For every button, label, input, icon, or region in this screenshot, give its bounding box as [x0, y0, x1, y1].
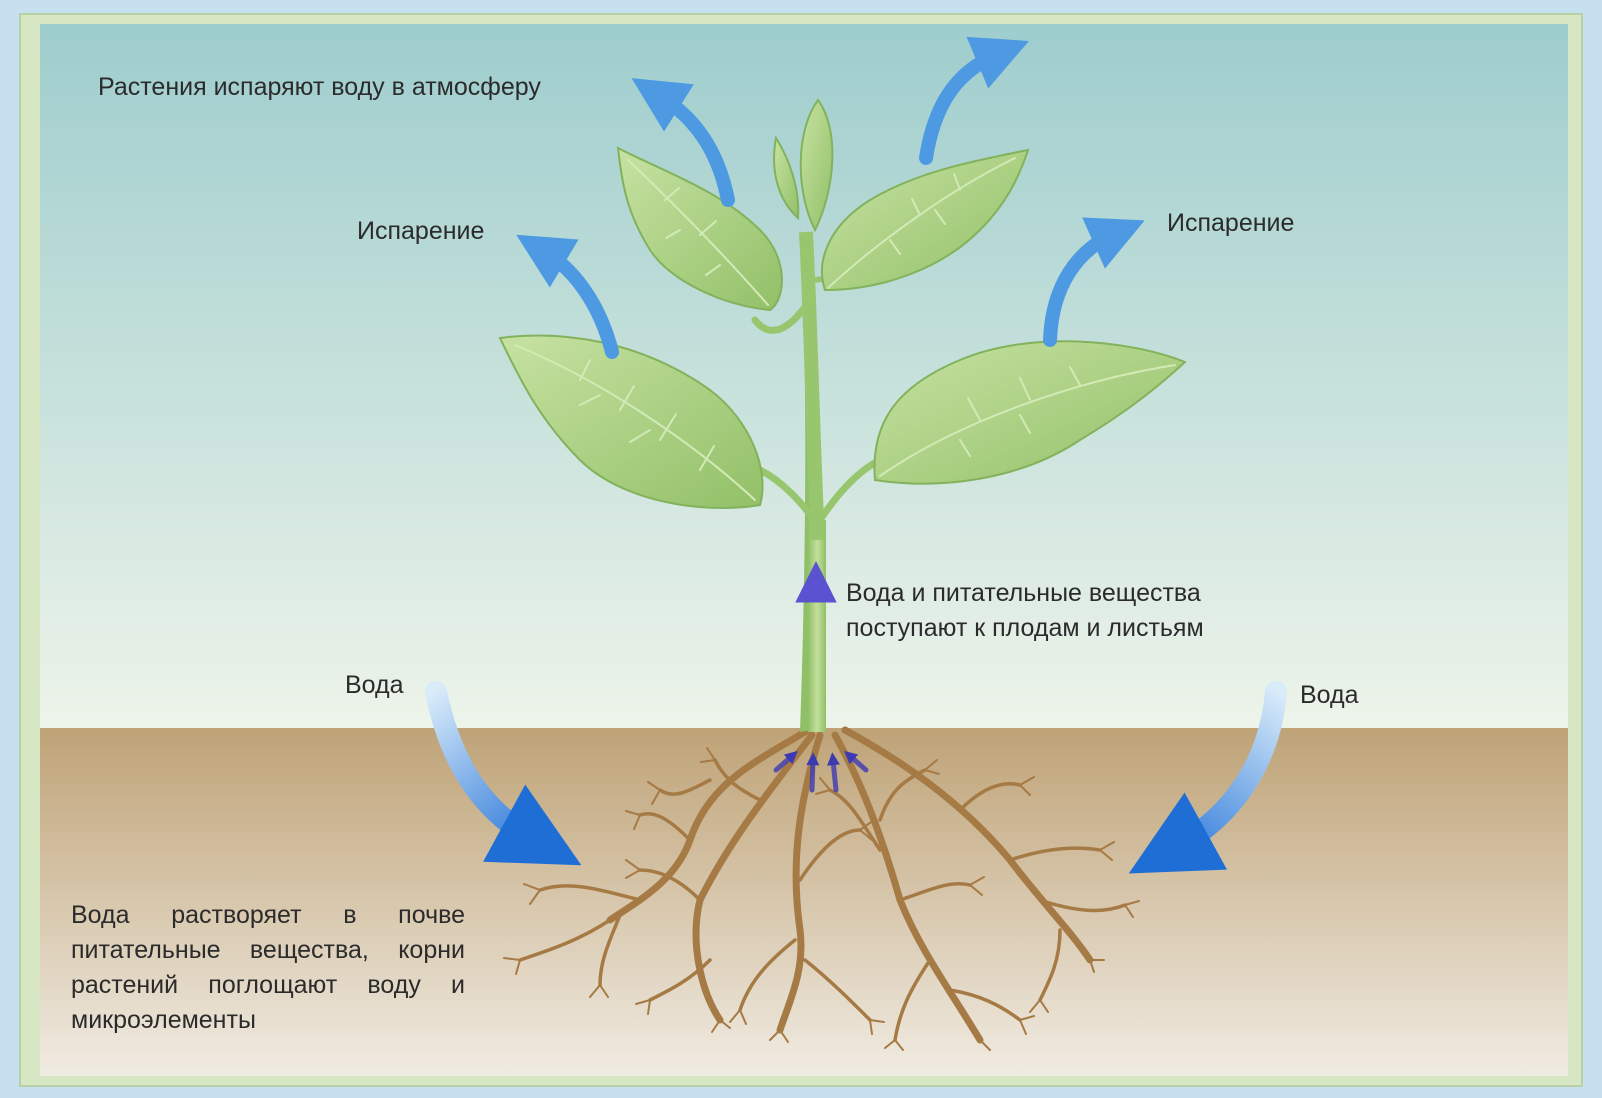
- water-label-right: Вода: [1300, 678, 1359, 713]
- atmosphere-label: Растения испаряют воду в атмосферу: [98, 70, 541, 105]
- stem-transport-line-1: Вода и питательные вещества: [846, 576, 1204, 611]
- stem-transport-label: Вода и питательные вещества поступают к …: [846, 576, 1204, 646]
- evaporation-label-right: Испарение: [1167, 206, 1294, 241]
- evaporation-label-left: Испарение: [357, 214, 484, 249]
- water-label-left: Вода: [345, 668, 404, 703]
- stem-transport-line-2: поступают к плодам и листьям: [846, 611, 1204, 646]
- soil-absorption-label: Вода растворяет в почве питательные веще…: [71, 898, 465, 1038]
